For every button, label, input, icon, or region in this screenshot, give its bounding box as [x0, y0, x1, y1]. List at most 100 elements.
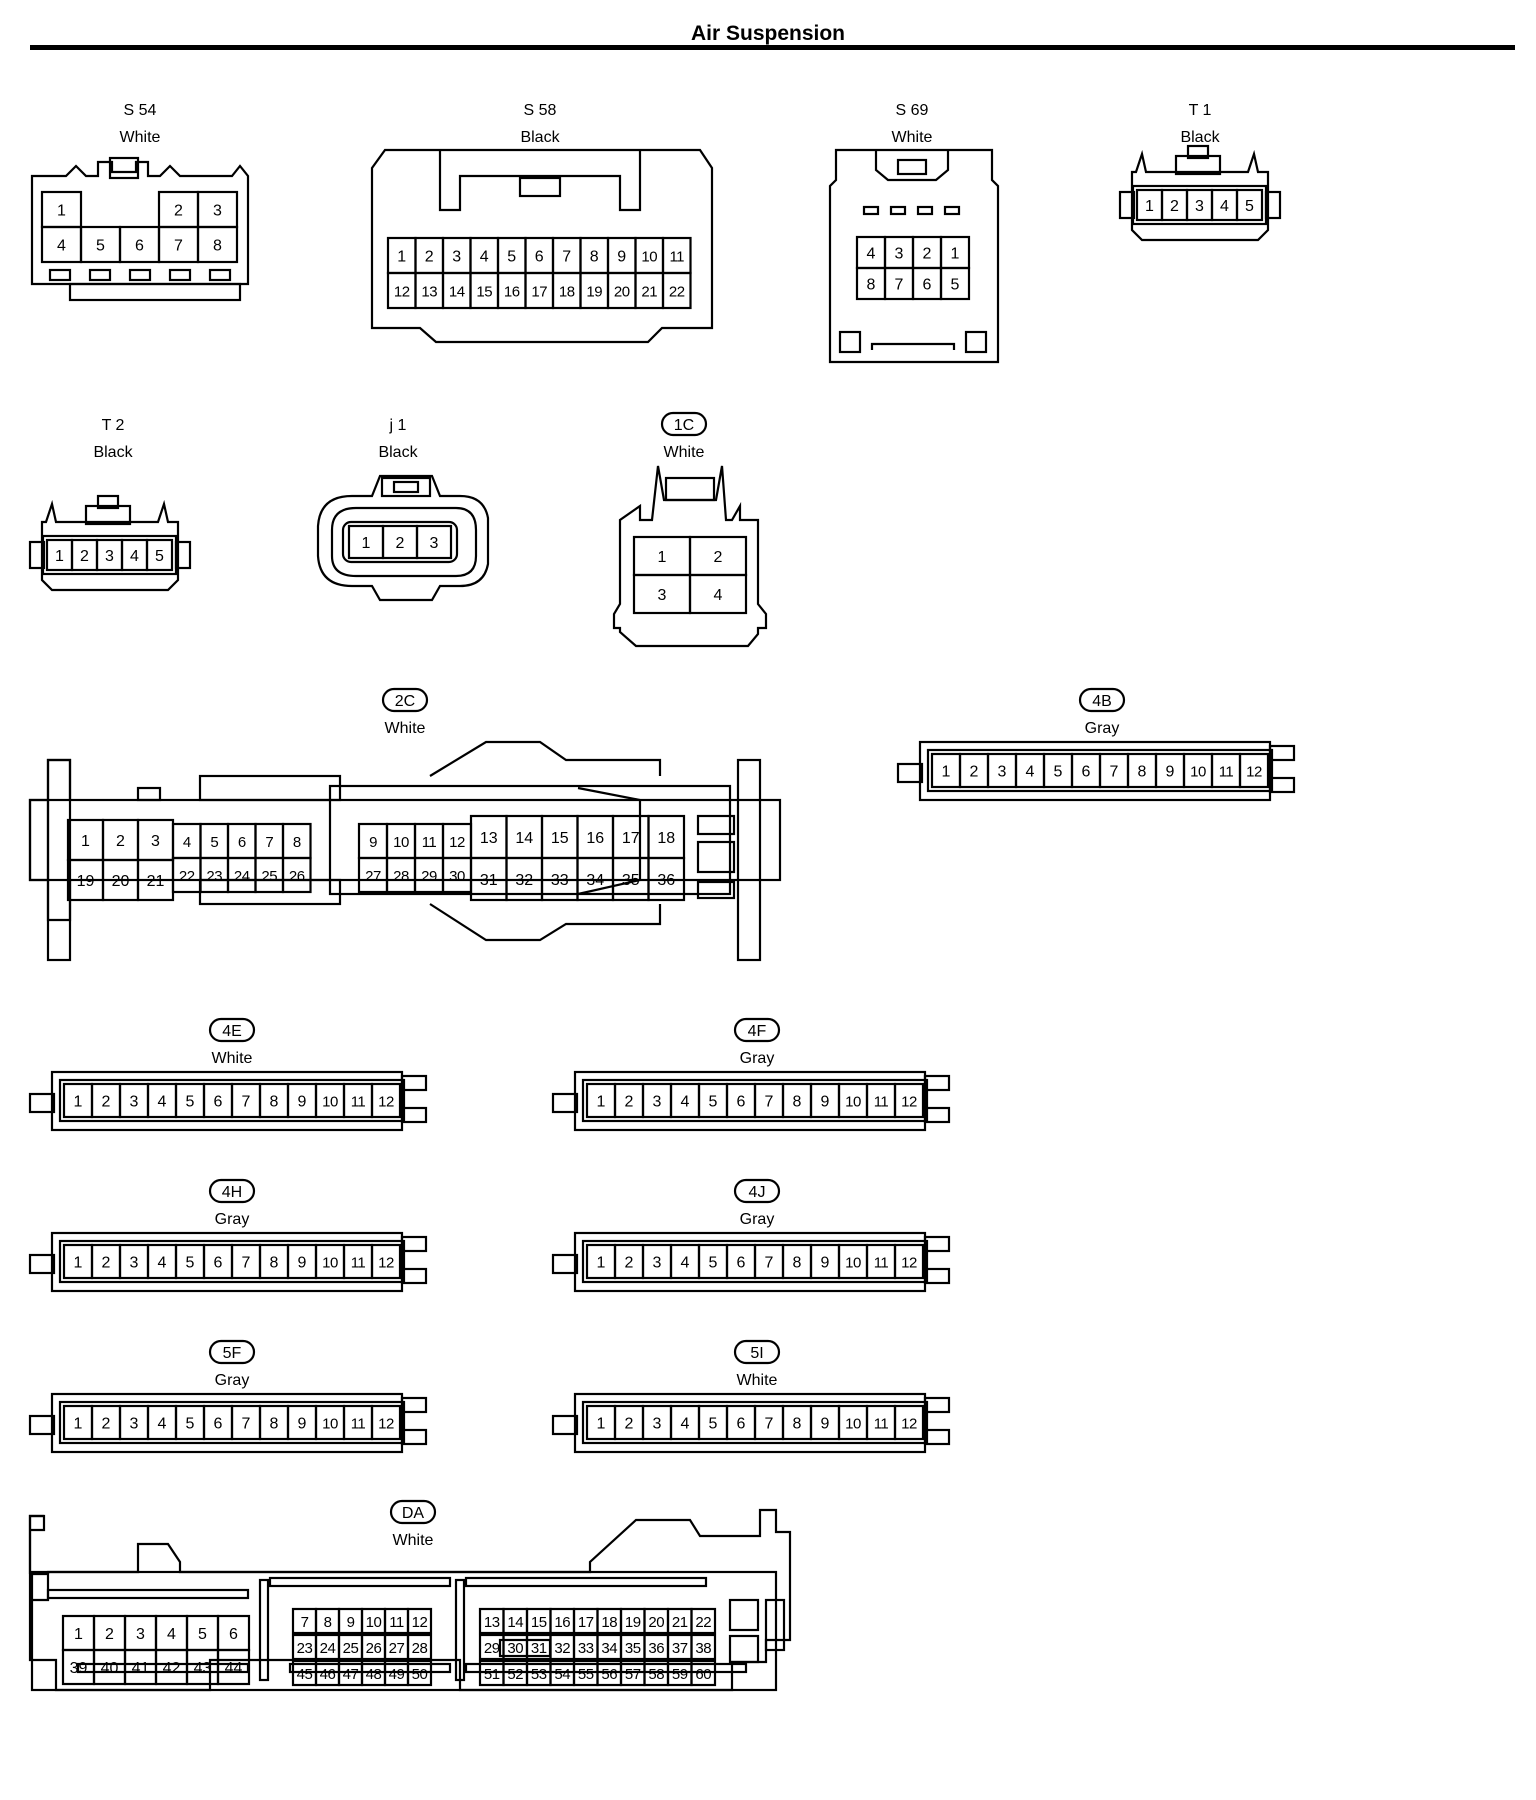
- pin-number: 17: [622, 830, 640, 847]
- pin-number: 16: [586, 830, 604, 847]
- rail: [464, 1662, 748, 1674]
- pin-number: 24: [234, 868, 250, 885]
- pin-number: 12: [1246, 764, 1262, 781]
- pin-number: 50: [412, 1666, 428, 1683]
- pin-number: 12: [901, 1094, 917, 1111]
- pin-number: 1: [57, 203, 66, 220]
- pin-number: 7: [242, 1094, 251, 1111]
- pin-number: 3: [653, 1416, 662, 1433]
- pin-number: 46: [320, 1666, 336, 1683]
- connector-color: Black: [520, 129, 560, 146]
- pin-number: 31: [531, 1640, 547, 1657]
- housing-outline: [1130, 149, 1270, 242]
- pin-number: 29: [421, 868, 437, 885]
- connector-color: Black: [1180, 129, 1220, 146]
- pin-number: 2: [1170, 198, 1179, 215]
- wedge: [577, 786, 642, 896]
- pin-number: 12: [901, 1255, 917, 1272]
- pin-number: 5: [1054, 764, 1063, 781]
- right-tab: [1268, 776, 1296, 794]
- pin-number: 17: [578, 1614, 594, 1631]
- code-badge: [1078, 687, 1126, 713]
- pin-number: 37: [672, 1640, 688, 1657]
- pin-number: 2: [102, 1255, 111, 1272]
- pin-number: 3: [430, 535, 439, 552]
- connector-code: 5F: [223, 1345, 242, 1362]
- pin-number: 6: [535, 249, 544, 266]
- pin-number: 30: [507, 1640, 523, 1657]
- key-slot: [838, 330, 862, 354]
- pin-number: 1: [658, 549, 667, 566]
- pin-number: 8: [324, 1614, 332, 1631]
- pin-number: 3: [130, 1416, 139, 1433]
- pin-number: 5: [186, 1094, 195, 1111]
- pin-number: 6: [737, 1416, 746, 1433]
- pin-number: 58: [648, 1666, 664, 1683]
- pin-number: 7: [301, 1614, 309, 1631]
- latch-hood: [429, 903, 662, 942]
- pin-number: 17: [531, 284, 547, 301]
- connector-code: S 69: [896, 102, 929, 119]
- pin-number: 21: [147, 873, 165, 890]
- pin-number: 2: [102, 1094, 111, 1111]
- latch: [108, 156, 140, 180]
- pin-cell: [281, 856, 312, 894]
- pin-number: 28: [393, 868, 409, 885]
- connector-color: White: [120, 129, 161, 146]
- connector-code: 4F: [748, 1023, 767, 1040]
- pin-number: 18: [657, 830, 675, 847]
- pin-number: 13: [480, 830, 498, 847]
- pin-number: 9: [298, 1416, 307, 1433]
- pin-number: 3: [213, 203, 222, 220]
- pin-number: 3: [1195, 198, 1204, 215]
- pin-number: 35: [622, 872, 640, 889]
- pin-number: 9: [347, 1614, 355, 1631]
- pin-number: 1: [362, 535, 371, 552]
- pin-number: 5: [198, 1626, 207, 1643]
- pin-number: 7: [765, 1416, 774, 1433]
- pin-number: 1: [74, 1626, 83, 1643]
- pin-cell: [647, 856, 686, 902]
- right-tab: [400, 1267, 428, 1285]
- code-badge: [389, 1499, 437, 1525]
- pin-number: 51: [484, 1666, 500, 1683]
- pin-cell: [216, 1648, 251, 1686]
- pin-number: 12: [901, 1416, 917, 1433]
- pin-number: 7: [562, 249, 571, 266]
- pin-number: 3: [452, 249, 461, 266]
- housing-outline: [573, 1070, 927, 1132]
- pin-number: 48: [366, 1666, 382, 1683]
- pin-number: 5: [709, 1255, 718, 1272]
- pin-number: 28: [412, 1640, 428, 1657]
- connector-code: S 54: [124, 102, 157, 119]
- code-badge: [660, 411, 708, 437]
- pin-number: 11: [351, 1416, 366, 1433]
- pin-number: 1: [1145, 198, 1154, 215]
- pin-number: 6: [923, 277, 932, 294]
- left-latch: [551, 1092, 579, 1114]
- pin-cell: [893, 1082, 925, 1119]
- pin-number: 6: [229, 1626, 238, 1643]
- pin-number: 20: [648, 1614, 664, 1631]
- pin-number: 9: [821, 1094, 830, 1111]
- pin-number: 16: [554, 1614, 570, 1631]
- pin-number: 2: [102, 1416, 111, 1433]
- pin-number: 2: [174, 203, 183, 220]
- pin-number: 5: [1245, 198, 1254, 215]
- pin-number: 2: [714, 549, 723, 566]
- pin-number: 4: [480, 249, 489, 266]
- pin-number: 33: [578, 1640, 594, 1657]
- pin-cell: [939, 266, 971, 301]
- connector-code: 4J: [749, 1184, 766, 1201]
- pin-number: 4: [681, 1094, 690, 1111]
- pin-number: 7: [242, 1416, 251, 1433]
- pin-number: 25: [261, 868, 277, 885]
- housing-outline: [612, 465, 768, 648]
- connector-color: Gray: [1085, 720, 1120, 737]
- rail: [288, 1662, 452, 1674]
- latch-tab: [136, 786, 162, 802]
- connector-code: 2C: [395, 693, 415, 710]
